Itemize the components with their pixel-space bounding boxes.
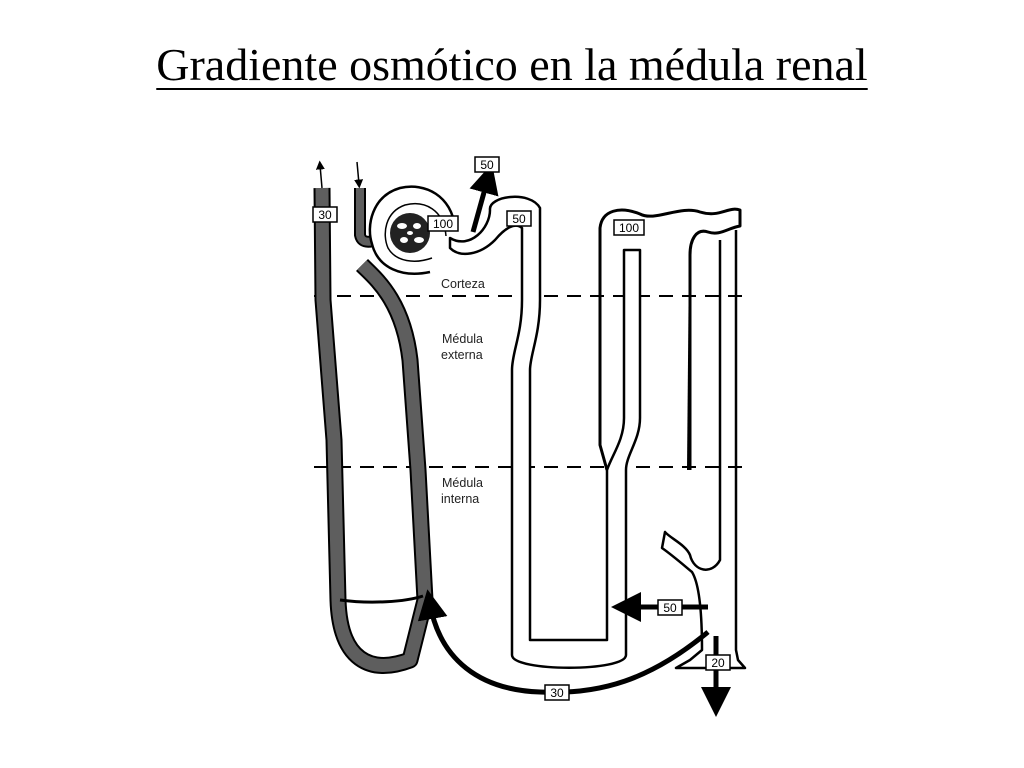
vessel-top-value: 30: [318, 208, 332, 222]
urine-box: 20: [705, 654, 731, 671]
filtration-arrow: [469, 163, 499, 233]
bottom-box: 30: [544, 684, 570, 701]
inner-medulla-label-2: interna: [441, 492, 479, 506]
page-title: Gradiente osmótico en la médula renal: [0, 38, 1024, 91]
urine-value: 20: [711, 656, 725, 670]
arrow-top-value: 50: [480, 158, 494, 172]
outer-medulla-label-2: externa: [441, 348, 483, 362]
distal-tubule: [598, 207, 742, 471]
glomerulus-value: 100: [433, 217, 453, 231]
outer-medulla-label-1: Médula: [442, 332, 483, 346]
arrow-top-box: 50: [474, 156, 500, 173]
glomerulus: [368, 185, 457, 275]
cortex-label: Corteza: [441, 277, 485, 291]
reabsorption-value: 50: [663, 601, 677, 615]
vessel-top-box: 30: [312, 206, 338, 223]
bottom-value: 30: [550, 686, 564, 700]
inner-medulla-label-1: Médula: [442, 476, 483, 490]
loop-of-henle: [448, 195, 642, 669]
glomerulus-box: 100: [427, 215, 459, 232]
distal-box: 100: [613, 219, 645, 236]
title-text: Gradiente osmótico en la médula renal: [156, 39, 868, 90]
reabsorption-box: 50: [657, 599, 683, 616]
distal-value: 100: [619, 221, 639, 235]
return-arrow: [417, 589, 710, 695]
proximal-value: 50: [512, 212, 526, 226]
proximal-box: 50: [506, 210, 532, 227]
